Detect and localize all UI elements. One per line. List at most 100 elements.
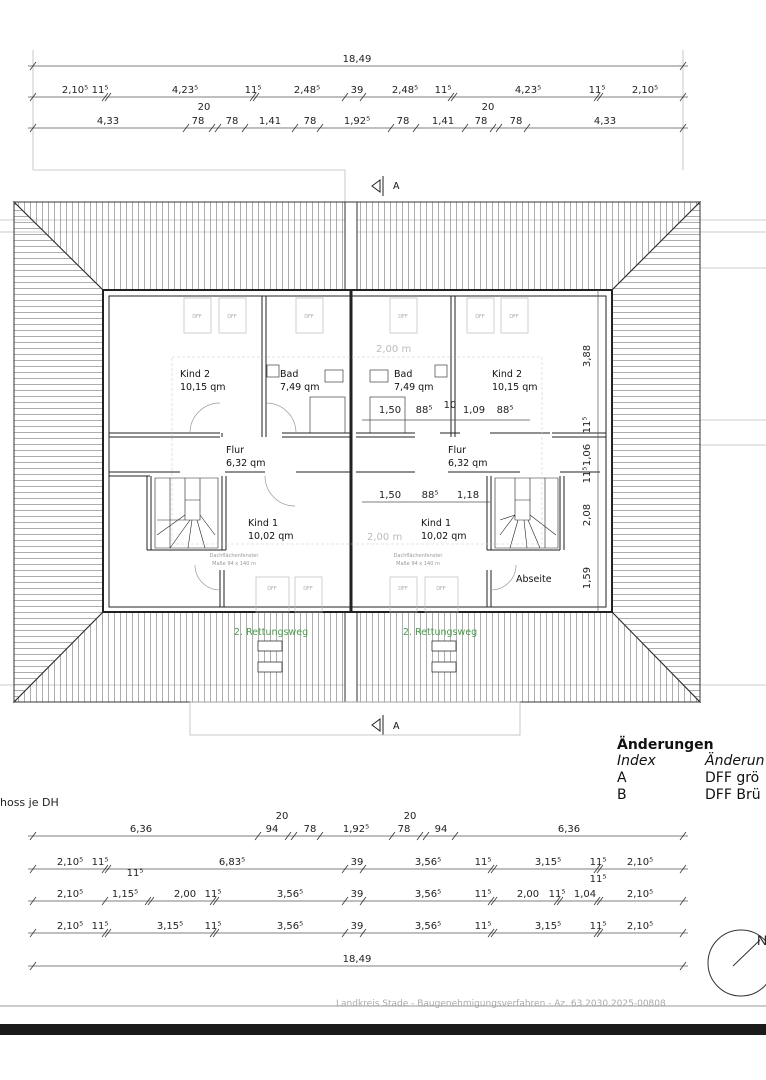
dimension-tick — [553, 896, 561, 906]
dimension-tick — [451, 831, 459, 841]
interior-dimension-label: 1,50 — [379, 405, 401, 416]
dimension-label: 20 — [198, 102, 211, 113]
room-area: 6,32 qm — [226, 458, 265, 469]
dimension-tick — [101, 92, 109, 102]
section-markers: A A — [371, 176, 400, 735]
skylight-label: DFF — [303, 586, 313, 592]
dimension-label: 11⁵ — [435, 85, 452, 96]
dimension-label: 11⁵ — [590, 857, 607, 868]
skylight-note: Maße 94 x 140 m — [396, 561, 440, 567]
dimension-tick — [495, 123, 503, 133]
dimension-label: 3,56⁵ — [277, 889, 303, 900]
dimension-tick — [359, 928, 367, 938]
dimension-tick — [523, 123, 531, 133]
dimension-tick — [487, 864, 495, 874]
headroom-label: 2,00 m — [376, 344, 411, 355]
dimension-label: 1,92⁵ — [343, 824, 369, 835]
dimension-label: 11⁵ — [590, 874, 607, 885]
interior-dimension-label: 1,09 — [463, 405, 485, 416]
change-index: A — [617, 770, 627, 786]
room-name: Kind 2 — [180, 369, 210, 380]
dimension-label: 78 — [304, 824, 317, 835]
dimension-label: 3,15⁵ — [157, 921, 183, 932]
dimension-tick — [490, 864, 498, 874]
dimension-label: 1,04 — [574, 889, 596, 900]
dimension-label: 11⁵ — [589, 85, 606, 96]
dimension-tick — [29, 123, 37, 133]
escape-route-label: 2. Rettungsweg — [234, 627, 308, 638]
room-area: 6,32 qm — [448, 458, 487, 469]
interior-dimension-label: 88⁵ — [422, 490, 439, 501]
dimension-label: 11⁵ — [475, 889, 492, 900]
dimension-tick — [254, 831, 262, 841]
room-name: Kind 1 — [421, 518, 451, 529]
dimension-label: 78 — [398, 824, 411, 835]
dimension-tick — [596, 864, 604, 874]
skylight-note: Dachflächenfenster — [210, 553, 260, 559]
room-name: Flur — [226, 445, 244, 456]
dimension-label: 2,10⁵ — [57, 857, 83, 868]
dimension-label: 6,36 — [130, 824, 152, 835]
dimension-label: 3,56⁵ — [415, 857, 441, 868]
dimension-label: 4,23⁵ — [515, 85, 541, 96]
dimension-label: 18,49 — [343, 54, 372, 65]
dimension-label: 11⁵ — [549, 889, 566, 900]
dimension-tick — [29, 92, 37, 102]
compass-label: N — [757, 932, 766, 948]
dimension-tick — [679, 961, 687, 971]
dimension-tick — [487, 928, 495, 938]
dimension-label: 2,00 — [517, 889, 539, 900]
dimension-label: 6,36 — [558, 824, 580, 835]
dimension-tick — [596, 928, 604, 938]
dimension-tick — [359, 896, 367, 906]
dimension-tick — [679, 61, 687, 71]
dimension-tick — [316, 831, 324, 841]
dimension-tick — [412, 123, 420, 133]
dimension-tick — [416, 831, 424, 841]
right-dimension-label: 11⁵ — [582, 417, 593, 434]
dimension-tick — [679, 831, 687, 841]
dimension-label: 11⁵ — [475, 921, 492, 932]
dimension-label: 2,10⁵ — [627, 889, 653, 900]
dimension-label: 3,15⁵ — [535, 921, 561, 932]
dimension-tick — [593, 928, 601, 938]
escape-route-label: 2. Rettungsweg — [403, 627, 477, 638]
footer-bar — [0, 1024, 766, 1035]
dimension-label: 11⁵ — [92, 857, 109, 868]
dimension-tick — [29, 864, 37, 874]
dimension-label: 39 — [351, 921, 364, 932]
skylight-label: DFF — [509, 314, 519, 320]
dimension-tick — [388, 831, 396, 841]
dimension-tick — [241, 123, 249, 133]
dimension-label: 1,15⁵ — [112, 889, 138, 900]
dimension-tick — [104, 928, 112, 938]
dimension-label: 11⁵ — [590, 921, 607, 932]
room-area: 10,15 qm — [180, 382, 226, 393]
dimension-label: 11⁵ — [205, 889, 222, 900]
dimension-label: 11⁵ — [245, 85, 262, 96]
dimension-label: 94 — [435, 824, 448, 835]
change-text: DFF grö — [705, 770, 760, 786]
right-dimension-label: 1,59 — [582, 567, 593, 589]
dimension-label: 4,23⁵ — [172, 85, 198, 96]
interior-dimension-label: 88⁵ — [497, 405, 514, 416]
dimension-tick — [212, 896, 220, 906]
room-labels: Kind 2 10,15 qm Bad 7,49 qm Flur 6,32 qm… — [180, 344, 552, 638]
dimension-tick — [679, 864, 687, 874]
dimension-tick — [316, 123, 324, 133]
dimension-label: 2,10⁵ — [632, 85, 658, 96]
dimension-label: 3,15⁵ — [535, 857, 561, 868]
dimension-tick — [341, 928, 349, 938]
dimension-tick — [29, 61, 37, 71]
dimension-tick — [101, 896, 109, 906]
dimension-label: 78 — [475, 116, 488, 127]
changes-col-change: Änderun — [705, 753, 765, 769]
north-arrow: N — [707, 929, 766, 997]
dimension-tick — [593, 896, 601, 906]
changes-col-index: Index — [617, 753, 656, 769]
room-name: Bad — [280, 369, 298, 380]
dimension-label: 78 — [510, 116, 523, 127]
dimension-label: 39 — [351, 889, 364, 900]
